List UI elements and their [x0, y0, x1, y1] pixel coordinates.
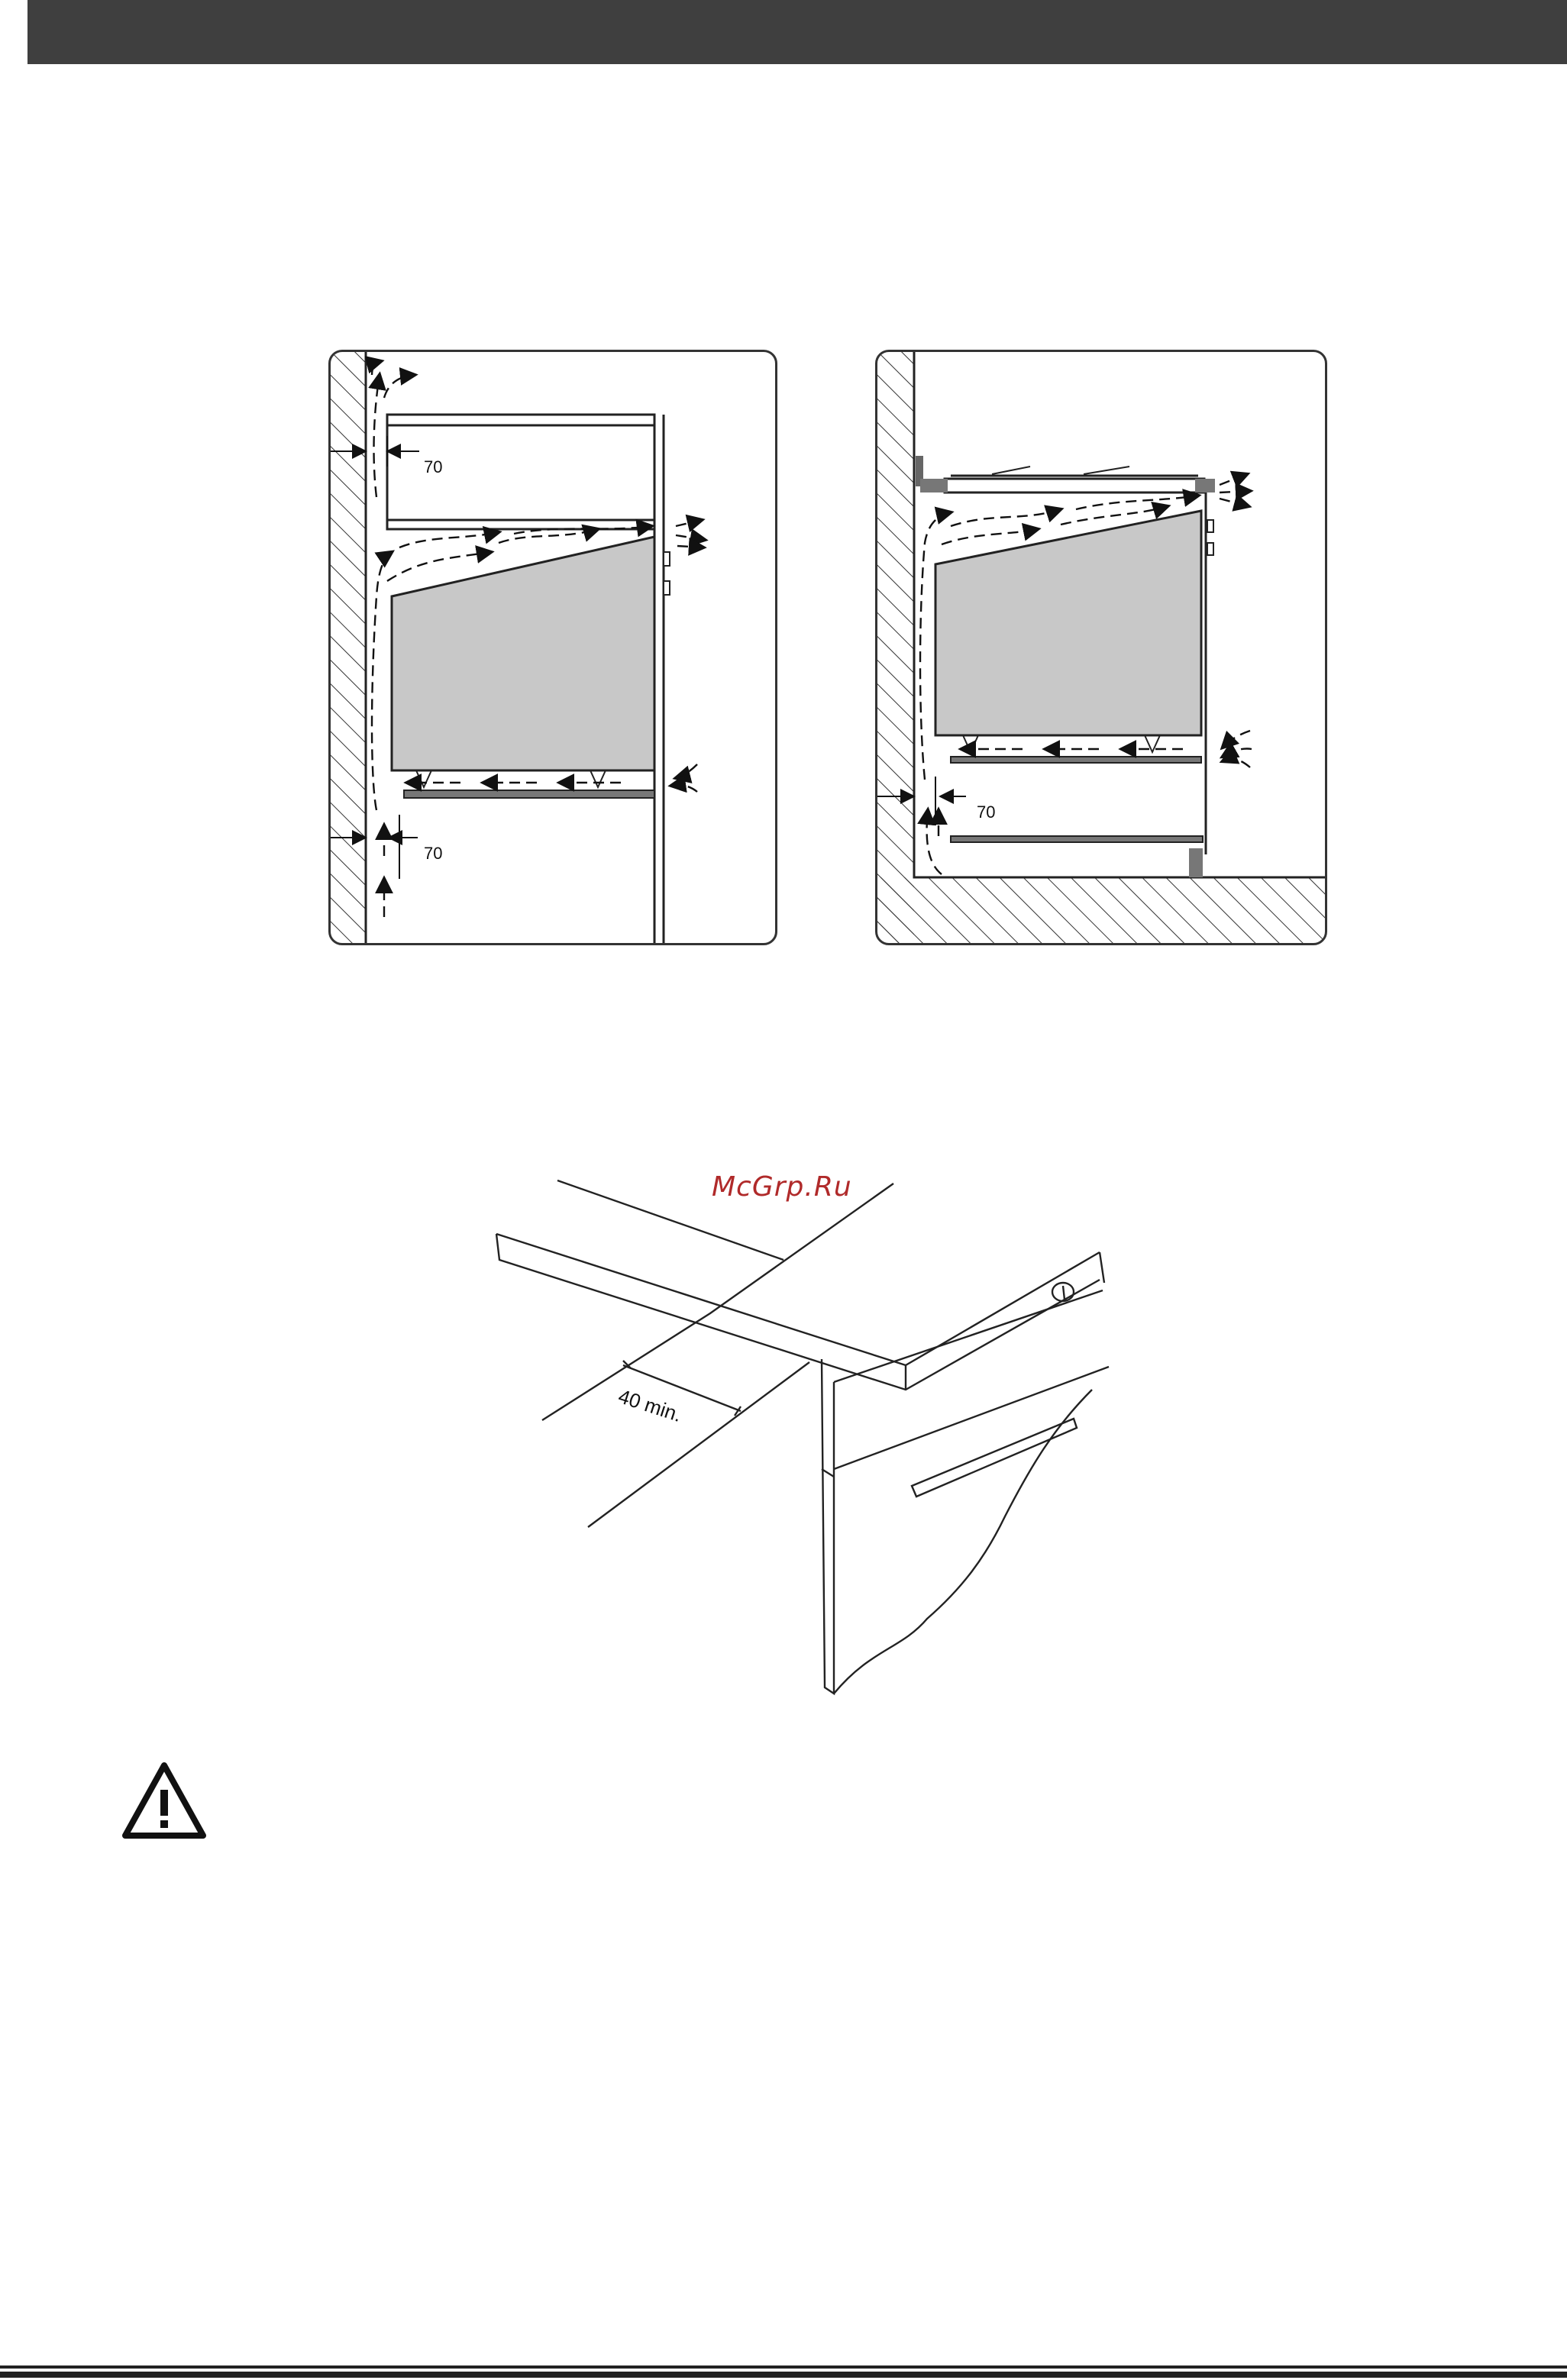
clearance-label-top: 70: [424, 457, 442, 476]
watermark: McGrp.Ru: [712, 1171, 852, 1203]
footer-rule-thick: [0, 2372, 1567, 2378]
header-bar: [27, 0, 1567, 64]
countertop-clearance-illustration: 40 min.: [489, 1161, 1115, 1726]
ventilation-diagram-undercounter-install: 70: [875, 350, 1327, 945]
footer-rule: [0, 2365, 1567, 2369]
clearance-label-bottom: 70: [424, 844, 442, 863]
warning-triangle-icon: [121, 1761, 208, 1840]
min-distance-label: 40 min.: [615, 1384, 684, 1426]
clearance-label: 70: [977, 802, 995, 822]
ventilation-diagram-column-install: 70 70: [328, 350, 777, 945]
